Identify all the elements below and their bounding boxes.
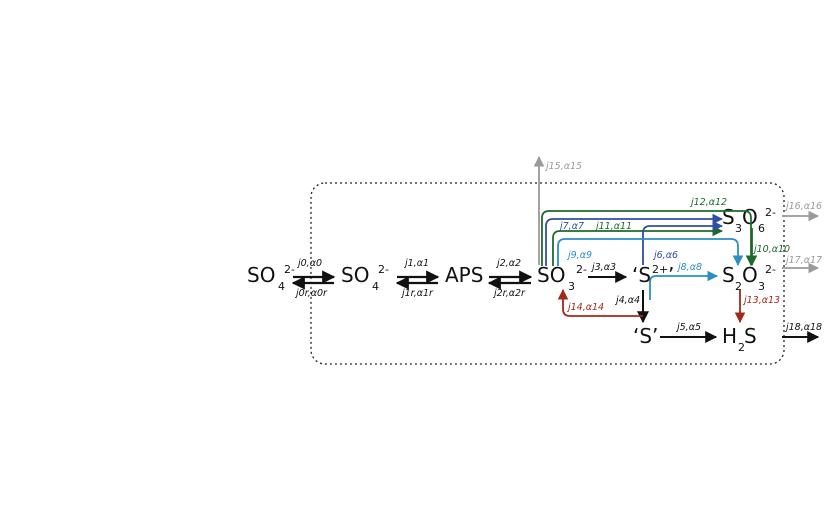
label-j15: j15,α15 <box>544 161 582 172</box>
svg-text:‘S’: ‘S’ <box>633 324 658 348</box>
svg-text:S: S <box>722 205 735 229</box>
svg-text:S: S <box>744 324 757 348</box>
label-j5: j5,α5 <box>675 322 701 333</box>
species-so4-internal: SO 4 2- <box>341 263 389 293</box>
species-aps: APS <box>445 263 483 287</box>
svg-text:3: 3 <box>735 222 742 235</box>
svg-text:2+: 2+ <box>652 263 668 276</box>
label-j9: j9,α9 <box>566 250 592 261</box>
svg-text:H: H <box>722 324 737 348</box>
label-j13: j13,α13 <box>742 295 780 306</box>
svg-text:2-: 2- <box>284 263 295 276</box>
label-j3: j3,α3 <box>590 262 616 273</box>
svg-text:4: 4 <box>372 280 379 293</box>
svg-text:SO: SO <box>537 263 565 287</box>
species-so4-external: SO 4 2- <box>247 263 295 293</box>
label-j17: j17,α17 <box>784 255 822 266</box>
svg-text:’: ’ <box>668 263 674 287</box>
label-j10: j10,α10 <box>752 244 790 255</box>
svg-text:APS: APS <box>445 263 483 287</box>
svg-text:2-: 2- <box>765 263 776 276</box>
label-j0r: j0r,α0r <box>294 288 328 299</box>
svg-text:SO: SO <box>341 263 369 287</box>
label-j12: j12,α12 <box>689 197 727 208</box>
svg-text:2: 2 <box>735 280 742 293</box>
arrow-j6 <box>642 220 724 265</box>
label-j6: j6,α6 <box>652 250 678 261</box>
svg-text:2-: 2- <box>576 263 587 276</box>
species-s3o6: S 3 O 6 2- <box>722 205 776 235</box>
label-j1r: j1r,α1r <box>400 288 434 299</box>
species-s-elemental: ‘S’ <box>633 324 658 348</box>
label-j0: j0,α0 <box>296 258 322 269</box>
arrow-j9 <box>557 238 744 267</box>
svg-text:SO: SO <box>247 263 275 287</box>
species-s2o3: S 2 O 3 2- <box>722 263 776 293</box>
label-j2r: j2r,α2r <box>492 288 526 299</box>
svg-text:2-: 2- <box>765 206 776 219</box>
label-j18: j18,α18 <box>784 322 822 333</box>
svg-text:3: 3 <box>758 280 765 293</box>
label-j2: j2,α2 <box>495 258 521 269</box>
cell-boundary <box>310 182 785 365</box>
svg-text:2-: 2- <box>378 263 389 276</box>
arrow-j8 <box>649 270 719 300</box>
svg-text:O: O <box>742 205 758 229</box>
arrow-j14 <box>557 288 643 317</box>
svg-text:‘S: ‘S <box>632 263 651 287</box>
label-j1: j1,α1 <box>403 258 429 269</box>
arrow-j12 <box>541 210 757 267</box>
svg-text:S: S <box>722 263 735 287</box>
label-j7: j7,α7 <box>558 221 584 232</box>
arrow-j11 <box>552 225 724 266</box>
label-j11: j11,α11 <box>594 221 632 232</box>
label-j16: j16,α16 <box>784 201 822 212</box>
arrow-j7 <box>545 213 724 266</box>
svg-text:4: 4 <box>278 280 285 293</box>
label-j14: j14,α14 <box>566 302 604 313</box>
label-j4: j4,α4 <box>614 295 640 306</box>
species-so3: SO 3 2- <box>537 263 587 293</box>
species-s-intermediate: ‘S 2+ ’ <box>632 263 674 287</box>
svg-text:3: 3 <box>568 280 575 293</box>
svg-text:O: O <box>742 263 758 287</box>
svg-text:2: 2 <box>738 341 745 354</box>
svg-text:6: 6 <box>758 222 765 235</box>
label-j8: j8,α8 <box>676 262 702 273</box>
species-h2s: H 2 S <box>722 324 757 354</box>
